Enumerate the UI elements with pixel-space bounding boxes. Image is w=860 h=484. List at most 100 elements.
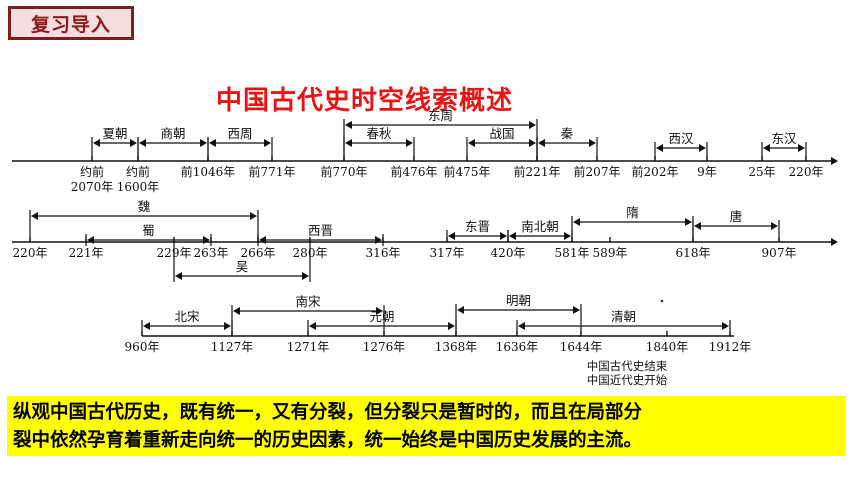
tick-label: 1636年 bbox=[496, 340, 539, 354]
period-label: 夏朝 bbox=[102, 126, 127, 141]
axis-arrow-icon bbox=[831, 157, 838, 165]
period-label: 东周 bbox=[428, 108, 453, 123]
period-arrow-icon bbox=[259, 236, 266, 244]
period-label: 元朝 bbox=[369, 309, 394, 324]
period-arrow-icon bbox=[573, 306, 580, 314]
period-label: 清朝 bbox=[611, 309, 636, 324]
section-badge: 复习导入 bbox=[8, 6, 134, 40]
period-arrow-icon bbox=[509, 232, 516, 240]
tick-label: 220年 bbox=[789, 165, 824, 179]
tick-label: 1276年 bbox=[363, 340, 406, 354]
period-label: 西晋 bbox=[308, 223, 333, 238]
tick-label: 317年 bbox=[430, 246, 465, 260]
period-arrow-icon bbox=[345, 121, 352, 129]
tick-label: 1644年 bbox=[560, 340, 603, 354]
period-label: 南宋 bbox=[295, 294, 321, 309]
period-arrow-icon bbox=[448, 322, 455, 330]
period-arrow-icon bbox=[448, 232, 455, 240]
period-arrow-icon bbox=[264, 139, 271, 147]
period-arrow-icon bbox=[771, 222, 778, 230]
tick-label: 1912年 bbox=[709, 340, 752, 354]
period-arrow-icon bbox=[457, 306, 464, 314]
tick-label: 前1046年 bbox=[181, 164, 236, 179]
period-arrow-icon bbox=[589, 139, 596, 147]
tick-label: 约前 bbox=[80, 164, 104, 179]
period-label: 唐 bbox=[730, 209, 743, 224]
period-arrow-icon bbox=[143, 322, 150, 330]
period-arrow-icon bbox=[309, 322, 316, 330]
period-arrow-icon bbox=[699, 144, 706, 152]
tick-label: 25年 bbox=[748, 165, 775, 179]
tick-label: 前202年 bbox=[632, 164, 679, 179]
period-label: 明朝 bbox=[506, 293, 531, 308]
period-label: 北宋 bbox=[174, 309, 200, 324]
period-arrow-icon bbox=[200, 139, 207, 147]
tick-label: 2070年 bbox=[71, 180, 114, 194]
period-arrow-icon bbox=[529, 121, 536, 129]
period-arrow-icon bbox=[130, 139, 137, 147]
tick-label: 1840年 bbox=[646, 340, 689, 354]
period-arrow-icon bbox=[233, 307, 240, 315]
period-label: 西汉 bbox=[668, 131, 694, 146]
period-arrow-icon bbox=[93, 139, 100, 147]
tick-label: 316年 bbox=[366, 246, 401, 260]
timeline-diagram: 约前2070年约前1600年前1046年前771年前770年前476年前475年… bbox=[12, 108, 838, 387]
tick-label: 1600年 bbox=[117, 180, 160, 194]
tick-label: 266年 bbox=[241, 246, 276, 260]
period-label: 隋 bbox=[626, 205, 639, 220]
tick-label: 960年 bbox=[125, 340, 160, 354]
period-label: 吴 bbox=[236, 259, 249, 274]
period-arrow-icon bbox=[250, 212, 257, 220]
period-label: 秦 bbox=[561, 126, 574, 141]
tick-label: 9年 bbox=[697, 165, 717, 179]
period-label: 蜀 bbox=[142, 223, 155, 238]
period-label: 魏 bbox=[138, 199, 151, 214]
period-label: 东汉 bbox=[771, 131, 797, 146]
period-arrow-icon bbox=[406, 139, 413, 147]
period-arrow-icon bbox=[722, 322, 729, 330]
timeline-note: 中国古代史结束 bbox=[587, 359, 668, 373]
period-arrow-icon bbox=[175, 272, 182, 280]
period-label: 南北朝 bbox=[521, 219, 559, 234]
period-arrow-icon bbox=[656, 144, 663, 152]
period-arrow-icon bbox=[763, 144, 770, 152]
period-arrow-icon bbox=[694, 222, 701, 230]
period-arrow-icon bbox=[209, 139, 216, 147]
period-arrow-icon bbox=[87, 236, 94, 244]
tick-label: 前770年 bbox=[321, 164, 368, 179]
tick-label: 220年 bbox=[13, 246, 48, 260]
period-arrow-icon bbox=[529, 139, 536, 147]
axis-arrow-icon bbox=[831, 238, 838, 246]
tick-label: 420年 bbox=[491, 246, 526, 260]
period-arrow-icon bbox=[573, 218, 580, 226]
summary-line-1: 纵观中国古代历史，既有统一，又有分裂，但分裂只是暂时的，而且在局部分 bbox=[13, 402, 643, 423]
tick-label: 221年 bbox=[69, 246, 104, 260]
period-label: 西周 bbox=[227, 126, 252, 141]
period-arrow-icon bbox=[538, 139, 545, 147]
period-arrow-icon bbox=[685, 218, 692, 226]
period-label: 商朝 bbox=[160, 126, 185, 141]
period-arrow-icon bbox=[203, 236, 210, 244]
period-arrow-icon bbox=[518, 322, 525, 330]
tick-label: 前475年 bbox=[444, 164, 491, 179]
period-arrow-icon bbox=[798, 144, 805, 152]
period-arrow-icon bbox=[375, 236, 382, 244]
tick-label: 1271年 bbox=[287, 340, 330, 354]
period-label: 东晋 bbox=[465, 219, 490, 234]
summary-box: 纵观中国古代历史，既有统一，又有分裂，但分裂只是暂时的，而且在局部分 裂中依然孕… bbox=[7, 396, 845, 456]
period-arrow-icon bbox=[31, 212, 38, 220]
tick-label: 263年 bbox=[194, 246, 229, 260]
period-arrow-icon bbox=[345, 139, 352, 147]
period-arrow-icon bbox=[500, 232, 507, 240]
period-label: 战国 bbox=[489, 126, 514, 141]
tick-label: 前476年 bbox=[391, 164, 438, 179]
period-label: 春秋 bbox=[366, 126, 392, 141]
tick-label: 581年 bbox=[555, 246, 590, 260]
period-arrow-icon bbox=[564, 232, 571, 240]
tick-label: 前771年 bbox=[249, 164, 296, 179]
tick-label: 907年 bbox=[762, 246, 797, 260]
period-arrow-icon bbox=[302, 272, 309, 280]
decor-dot bbox=[660, 299, 664, 303]
tick-label: 前221年 bbox=[514, 164, 561, 179]
tick-label: 1368年 bbox=[435, 340, 478, 354]
